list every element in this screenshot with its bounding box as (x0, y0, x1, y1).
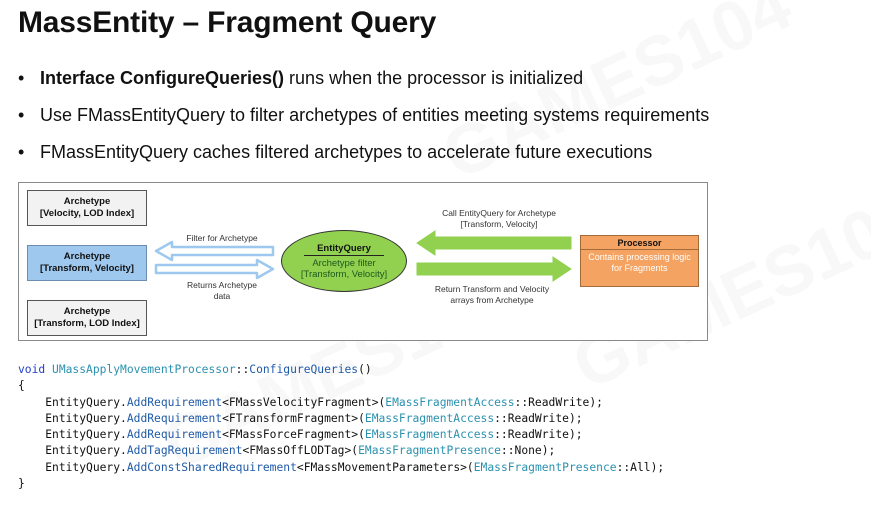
bullet-list: • Interface ConfigureQueries() runs when … (18, 64, 709, 175)
call-arrow (416, 230, 572, 256)
processor-title: Processor (581, 236, 698, 250)
bullet-text: Use FMassEntityQuery to filter archetype… (40, 105, 710, 125)
bullet-text: FMassEntityQuery caches filtered archety… (40, 142, 653, 162)
bullet-bold-text: Interface ConfigureQueries() (40, 68, 285, 88)
returns-label-line: Returns Archetype (187, 280, 257, 290)
code-line: EntityQuery.AddRequirement<FMassForceFra… (45, 428, 583, 442)
bullet-item: • Use FMassEntityQuery to filter archetyp… (18, 101, 709, 138)
code-brace-open: { (18, 379, 25, 393)
bullet-dot: • (18, 68, 25, 88)
code-line: EntityQuery.AddRequirement<FMassVelocity… (45, 395, 603, 409)
code-line: EntityQuery.AddTagRequirement<FMassOffLO… (45, 444, 556, 458)
processor-sub: Contains processing logic (588, 252, 691, 262)
returns-label: Returns Archetype data (167, 280, 277, 302)
code-class: UMassApplyMovementProcessor (52, 363, 236, 376)
code-function: ConfigureQueries (249, 363, 359, 376)
archetype-name: Archetype (63, 196, 111, 207)
return-label-line: Return Transform and Velocity (434, 284, 550, 294)
filter-arrow (154, 240, 275, 262)
archetype-transform-velocity: Archetype [Transform, Velocity] (27, 245, 147, 281)
code-line: EntityQuery.AddConstSharedRequirement<FM… (45, 460, 665, 474)
archetype-fragments: [Velocity, LOD Index] (39, 208, 135, 219)
call-label-line: [Transform, Velocity] (460, 219, 538, 229)
entity-query-sub: [Transform, Velocity] (300, 268, 388, 280)
return-label-line: arrays from Archetype (450, 295, 534, 305)
archetype-velocity-lod: Archetype [Velocity, LOD Index] (27, 190, 147, 226)
entity-query-title: EntityQuery (304, 243, 384, 256)
entity-query-node: EntityQuery Archetype filter [Transform,… (281, 230, 407, 292)
archetype-name: Archetype (63, 306, 111, 317)
bullet-text: runs when the processor is initialized (284, 68, 584, 88)
filter-label: Filter for Archetype (186, 233, 258, 243)
processor-node: Processor Contains processing logic for … (580, 235, 699, 287)
code-tail: () (358, 363, 372, 376)
returns-arrow (154, 258, 275, 280)
return-arrow (416, 256, 572, 282)
archetype-transform-lod: Archetype [Transform, LOD Index] (27, 300, 147, 336)
code-line: EntityQuery.AddRequirement<FTransformFra… (45, 411, 583, 425)
code-line: void UMassApplyMovementProcessor::Config… (18, 363, 372, 376)
code-sep: :: (235, 363, 250, 376)
code-brace-close: } (18, 477, 25, 491)
diagram-arrows (154, 230, 572, 282)
return-label: Return Transform and Velocity arrays fro… (417, 284, 567, 306)
page-title: MassEntity – Fragment Query (18, 6, 437, 39)
entity-query-sub: Archetype filter (312, 257, 376, 269)
code-keyword: void (18, 363, 46, 376)
bullet-dot: • (18, 105, 25, 125)
bullet-dot: • (18, 142, 25, 162)
bullet-item: • FMassEntityQuery caches filtered archet… (18, 138, 709, 175)
processor-sub: for Fragments (611, 263, 668, 273)
archetype-name: Archetype (63, 251, 111, 262)
bullet-item: • Interface ConfigureQueries() runs when … (18, 64, 709, 101)
archetype-fragments: [Transform, LOD Index] (34, 318, 140, 329)
call-label: Call EntityQuery for Archetype [Transfor… (424, 208, 574, 230)
code-block: void UMassApplyMovementProcessor::Config… (18, 362, 664, 492)
returns-label-line: data (213, 291, 231, 301)
archetype-fragments: [Transform, Velocity] (40, 263, 134, 274)
query-diagram: Archetype [Velocity, LOD Index] Archetyp… (18, 182, 708, 341)
call-label-line: Call EntityQuery for Archetype (442, 208, 556, 218)
